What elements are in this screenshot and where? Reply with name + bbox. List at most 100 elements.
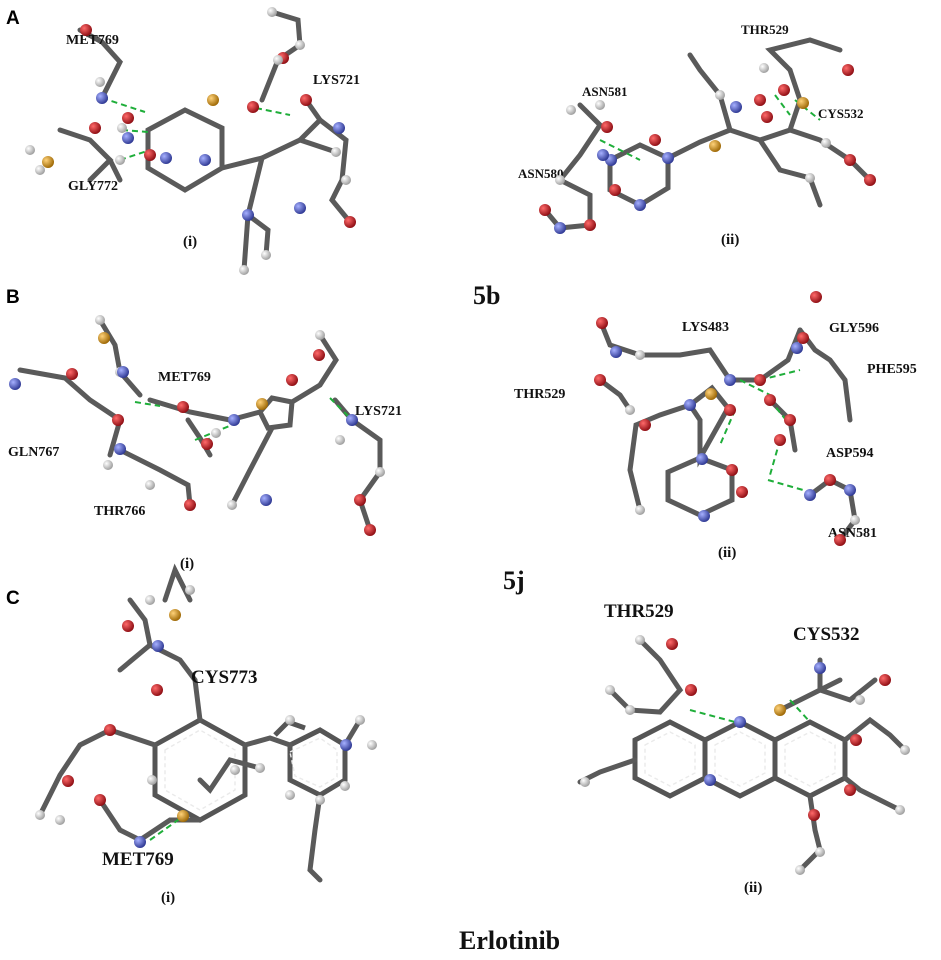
atom-sphere	[594, 374, 606, 386]
atom-sphere	[634, 199, 646, 211]
atom-sphere	[261, 250, 271, 260]
atom-sphere	[177, 401, 189, 413]
atom-sphere	[601, 121, 613, 133]
subpanel-label: (i)	[183, 234, 197, 250]
panel-c: C 5j CYS773 MET769 (i)	[6, 563, 908, 955]
atom-sphere	[9, 378, 21, 390]
atom-sphere	[610, 346, 622, 358]
atom-sphere	[286, 374, 298, 386]
atom-sphere	[346, 414, 358, 426]
atom-sphere	[239, 265, 249, 275]
panel-b-left-structure	[17, 317, 383, 533]
residue-label: ASN581	[582, 84, 628, 99]
atom-sphere	[879, 674, 891, 686]
atom-sphere	[698, 510, 710, 522]
atom-sphere	[134, 836, 146, 848]
subpanel-label: (i)	[161, 890, 175, 906]
panel-c-right-structure	[577, 637, 908, 873]
atom-sphere	[724, 404, 736, 416]
residue-label: MET769	[158, 370, 211, 385]
atom-sphere	[151, 684, 163, 696]
atom-sphere	[227, 500, 237, 510]
panel-b-right-structure	[597, 317, 858, 543]
atom-sphere	[761, 111, 773, 123]
atom-sphere	[844, 154, 856, 166]
atom-sphere	[791, 342, 803, 354]
atom-sphere	[62, 775, 74, 787]
atom-sphere	[705, 388, 717, 400]
atom-sphere	[35, 810, 45, 820]
atom-sphere	[754, 94, 766, 106]
atom-sphere	[704, 774, 716, 786]
atom-sphere	[25, 145, 35, 155]
residue-label: THR529	[604, 601, 674, 622]
atom-sphere	[609, 184, 621, 196]
atom-sphere	[177, 810, 189, 822]
atom-sphere	[185, 585, 195, 595]
atom-sphere	[625, 405, 635, 415]
atom-sphere	[375, 467, 385, 477]
atom-sphere	[145, 480, 155, 490]
atom-sphere	[580, 777, 590, 787]
residue-label: LYS483	[682, 320, 729, 335]
atom-sphere	[201, 438, 213, 450]
atom-sphere	[724, 374, 736, 386]
atom-sphere	[855, 695, 865, 705]
atom-sphere	[122, 132, 134, 144]
atom-sphere	[112, 414, 124, 426]
atom-sphere	[639, 419, 651, 431]
atom-sphere	[778, 84, 790, 96]
atom-sphere	[842, 64, 854, 76]
atom-sphere	[273, 55, 283, 65]
atom-sphere	[104, 724, 116, 736]
atom-sphere	[900, 745, 910, 755]
atom-sphere	[95, 77, 105, 87]
atom-sphere	[256, 398, 268, 410]
atom-sphere	[340, 739, 352, 751]
atom-sphere	[42, 156, 54, 168]
atom-sphere	[596, 317, 608, 329]
atom-sphere	[625, 705, 635, 715]
atom-sphere	[267, 7, 277, 17]
atom-sphere	[340, 781, 350, 791]
atom-sphere	[850, 734, 862, 746]
atom-sphere	[844, 484, 856, 496]
atom-sphere	[295, 40, 305, 50]
panel-letter-a: A	[6, 8, 20, 29]
atom-sphere	[774, 434, 786, 446]
atom-sphere	[313, 349, 325, 361]
atom-sphere	[774, 704, 786, 716]
atom-sphere	[95, 315, 105, 325]
atom-sphere	[730, 101, 742, 113]
atom-sphere	[850, 515, 860, 525]
atom-sphere	[315, 330, 325, 340]
atom-sphere	[122, 112, 134, 124]
atom-sphere	[335, 435, 345, 445]
residue-label: GLN767	[8, 445, 59, 460]
subpanel-label: (ii)	[721, 232, 739, 248]
residue-label: CYS532	[818, 106, 864, 121]
atom-sphere	[55, 815, 65, 825]
atom-sphere	[815, 847, 825, 857]
atom-sphere	[228, 414, 240, 426]
atom-sphere	[635, 505, 645, 515]
atom-sphere	[555, 175, 565, 185]
atom-sphere	[734, 716, 746, 728]
atom-sphere	[364, 524, 376, 536]
residue-label: GLY772	[68, 179, 118, 194]
atom-sphere	[814, 662, 826, 674]
atom-sphere	[597, 149, 609, 161]
atom-sphere	[864, 174, 876, 186]
atom-sphere	[662, 152, 674, 164]
atom-sphere	[207, 94, 219, 106]
atom-sphere	[35, 165, 45, 175]
panel-a: A MET769 LYS721 GLY772 (i)	[6, 8, 873, 273]
atom-sphere	[341, 175, 351, 185]
atom-sphere	[804, 489, 816, 501]
atom-sphere	[160, 152, 172, 164]
residue-label: THR529	[514, 387, 565, 402]
panel-letter-c: C	[6, 588, 20, 609]
atom-sphere	[199, 154, 211, 166]
atom-sphere	[117, 123, 127, 133]
